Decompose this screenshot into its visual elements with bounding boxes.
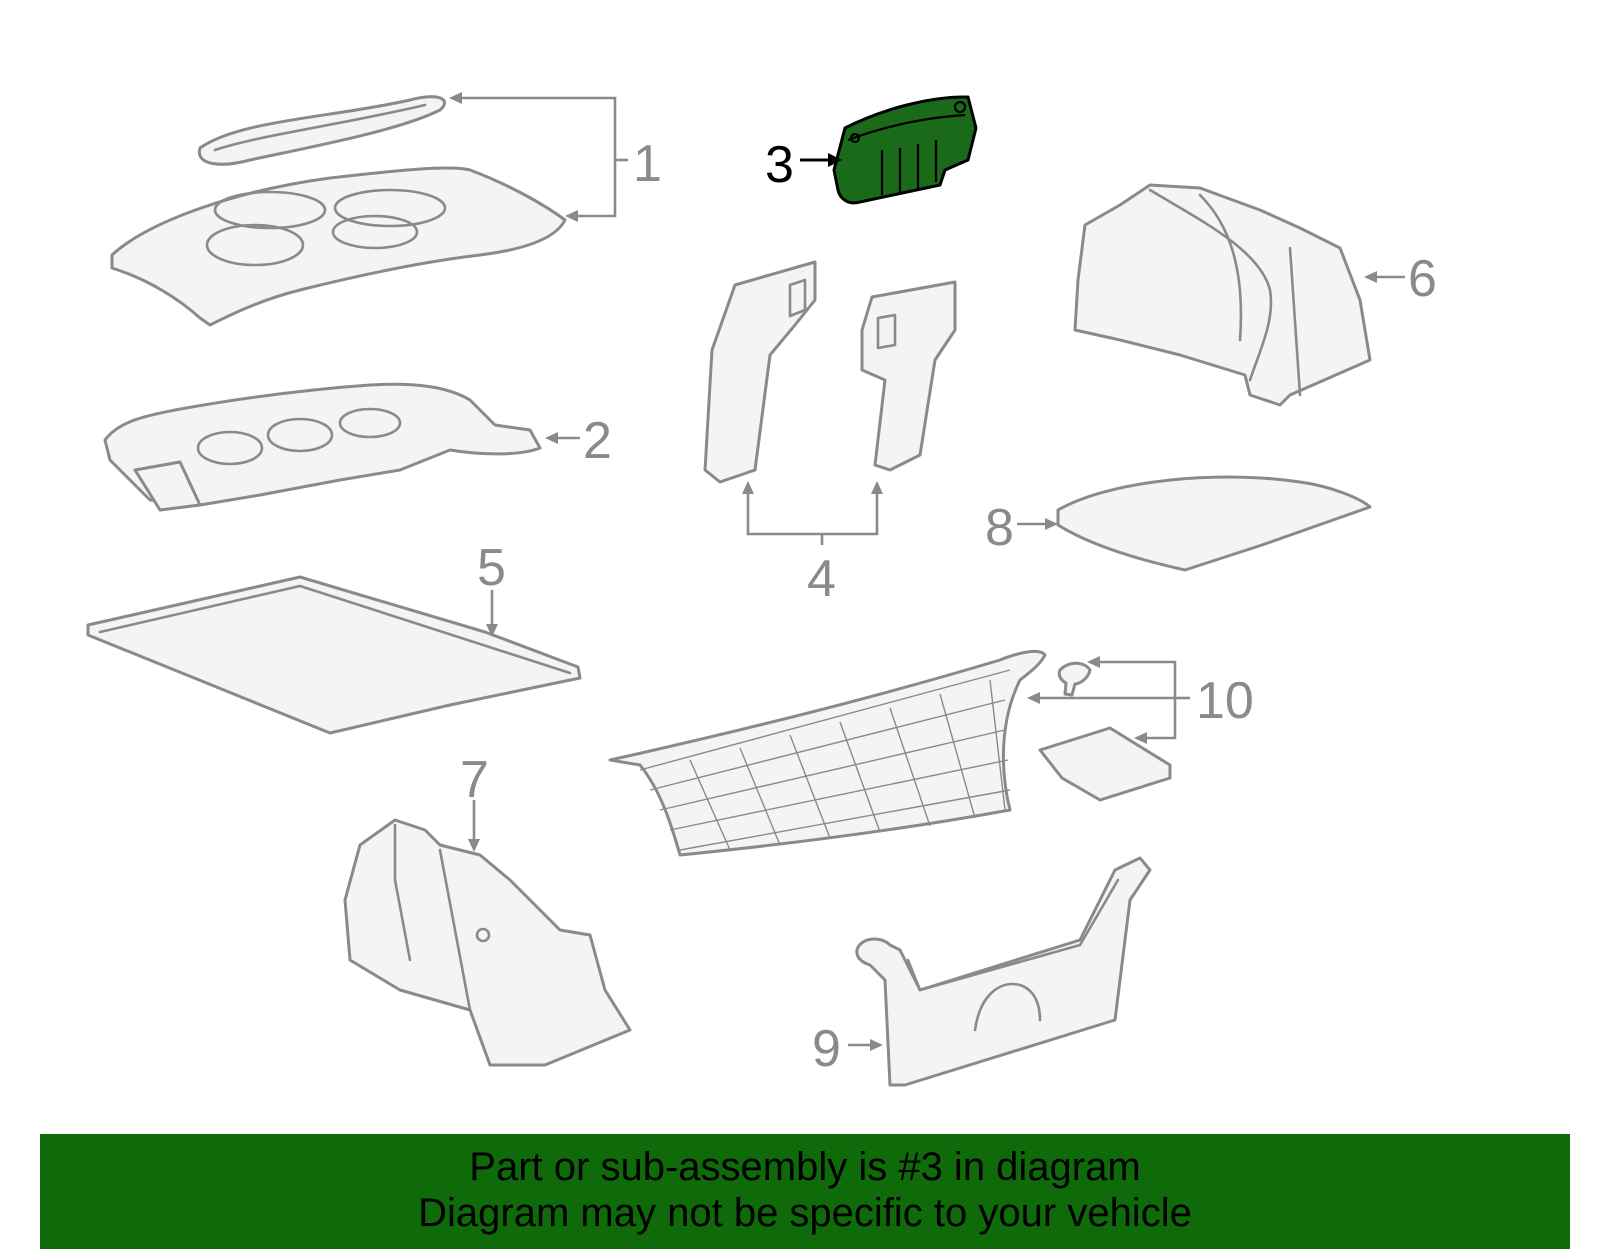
- parts-diagram: 1 2 3 4 5 6 7 8 9 10: [86, 92, 1437, 1087]
- callout-9: 9: [812, 1020, 841, 1078]
- callout-2: 2: [583, 412, 612, 470]
- callout-10: 10: [1196, 672, 1254, 730]
- part-6-quarter-trim: [1073, 183, 1372, 407]
- callout-labels: 1 2 3 4 5 6 7 8 9 10: [460, 135, 1437, 1078]
- part-4-side-panels: [703, 260, 957, 484]
- callout-8: 8: [985, 499, 1014, 557]
- part-2-shelf-reinforcement: [103, 382, 542, 512]
- callout-4: 4: [807, 550, 836, 608]
- part-10-cargo-net: [608, 649, 1172, 857]
- part-9-compartment-panel: [855, 856, 1152, 1087]
- part-7-left-quarter-trim: [343, 818, 632, 1067]
- part-1-rear-shelf: [110, 95, 567, 327]
- part-3-highlighted: [832, 95, 978, 205]
- callout-6: 6: [1408, 250, 1437, 308]
- banner-line-2: Diagram may not be specific to your vehi…: [418, 1191, 1192, 1235]
- part-5-floor-mat: [86, 575, 582, 735]
- banner-line-1: Part or sub-assembly is #3 in diagram: [469, 1145, 1141, 1189]
- callout-1: 1: [633, 135, 662, 193]
- info-banner: Part or sub-assembly is #3 in diagram Di…: [40, 1134, 1570, 1249]
- callout-5: 5: [477, 539, 506, 597]
- callout-7: 7: [460, 751, 489, 809]
- callout-3: 3: [765, 136, 794, 194]
- part-8-floor-cover: [1056, 475, 1372, 572]
- leader-lines: [449, 92, 1405, 1051]
